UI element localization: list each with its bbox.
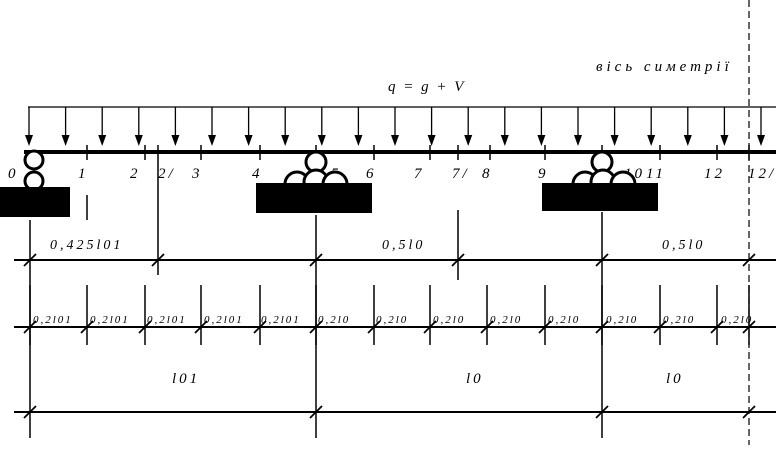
load-arrow xyxy=(610,107,619,146)
dimension-tick xyxy=(309,253,323,267)
node-label: 7/ xyxy=(452,166,470,182)
load-arrow xyxy=(281,107,290,146)
row2-dimension-label: 0,2l0 xyxy=(376,314,408,326)
load-arrow xyxy=(720,107,729,146)
load-arrow xyxy=(317,107,326,146)
dimension-row-3: l01 l0 l0 xyxy=(172,371,684,387)
dimension-tick xyxy=(742,253,756,267)
dim-row1-left: 0,425l01 xyxy=(50,238,123,253)
row2-dimension-label: 0,2l01 xyxy=(204,314,244,326)
load-arrow xyxy=(171,107,180,146)
symmetry-axis-label: вісь симетрії xyxy=(596,59,733,75)
load-arrow xyxy=(208,107,216,146)
node-label: 3 xyxy=(191,166,203,182)
node-label: 2 xyxy=(130,166,141,182)
support-left xyxy=(0,149,70,217)
dimension-row-1: 0,425l01 0,5l0 0,5l0 xyxy=(50,238,705,253)
node-label: 4 xyxy=(252,166,263,182)
dimension-tick xyxy=(595,405,609,419)
dim-row3-right: l0 xyxy=(666,371,684,387)
row2-dimension-label: 0,2l0 xyxy=(318,314,350,326)
load-arrow xyxy=(757,107,765,146)
dim-row1-mid: 0,5l0 xyxy=(382,238,425,253)
load-arrow xyxy=(574,107,582,146)
row2-dimension-label: 0,2l0 xyxy=(663,314,695,326)
node-label: 2/ xyxy=(158,166,176,182)
node-label: 0 xyxy=(8,166,19,182)
node-label: 9 xyxy=(538,166,549,182)
node-label: 6 xyxy=(366,166,377,182)
dimension-tick xyxy=(151,253,165,267)
load-arrow xyxy=(683,107,692,146)
row2-dimension-label: 0,2l01 xyxy=(90,314,130,326)
dim-row3-mid: l0 xyxy=(466,371,484,387)
load-arrow xyxy=(354,107,363,146)
dim-row1-right: 0,5l0 xyxy=(662,238,705,253)
load-arrow xyxy=(464,107,473,146)
row2-dimension-label: 0,2l01 xyxy=(147,314,187,326)
load-arrow xyxy=(427,107,436,146)
load-arrow xyxy=(134,107,143,146)
row2-dimension-label: 0,2l01 xyxy=(33,314,73,326)
load-arrow xyxy=(500,107,509,146)
load-arrow xyxy=(61,107,70,146)
load-arrow xyxy=(647,107,656,146)
node-label: 8 xyxy=(482,166,493,182)
node-label: 7 xyxy=(414,166,425,182)
row2-dimension-label: 0,2l0 xyxy=(433,314,465,326)
row2-dimension-label: 0,2l0 xyxy=(548,314,580,326)
dimension-row-2: 0,2l01 0,2l01 0,2l01 0,2l01 0,2l01 0,2l0 0,2l0… xyxy=(29,285,753,345)
dim-row3-left: l01 xyxy=(172,371,200,387)
node-label: 12/ xyxy=(748,166,776,182)
dimension-tick xyxy=(451,253,465,267)
dimension-tick xyxy=(595,253,609,267)
node-label: 1 xyxy=(78,166,89,182)
dimension-tick xyxy=(23,253,37,267)
load-arrows xyxy=(25,107,765,146)
row2-dimension-label: 0,2l0 xyxy=(721,314,753,326)
row2-dimension-label: 0,2l01 xyxy=(261,314,301,326)
node-label: 11 xyxy=(646,166,666,182)
support-right xyxy=(542,150,658,211)
dimension-tick xyxy=(742,405,756,419)
support-middle xyxy=(256,150,372,213)
load-arrow xyxy=(244,107,253,146)
dimension-tick xyxy=(309,405,323,419)
load-label: q = g + V xyxy=(388,79,465,95)
load-arrow xyxy=(537,107,546,146)
row2-dimension-label: 0,2l0 xyxy=(606,314,638,326)
dimension-tick xyxy=(23,405,37,419)
load-arrow xyxy=(98,107,107,146)
load-arrow xyxy=(25,107,33,146)
node-label: 12 xyxy=(704,166,725,182)
dimension-lines xyxy=(14,253,776,419)
row2-dimension-label: 0,2l0 xyxy=(490,314,522,326)
load-arrow xyxy=(391,107,399,146)
